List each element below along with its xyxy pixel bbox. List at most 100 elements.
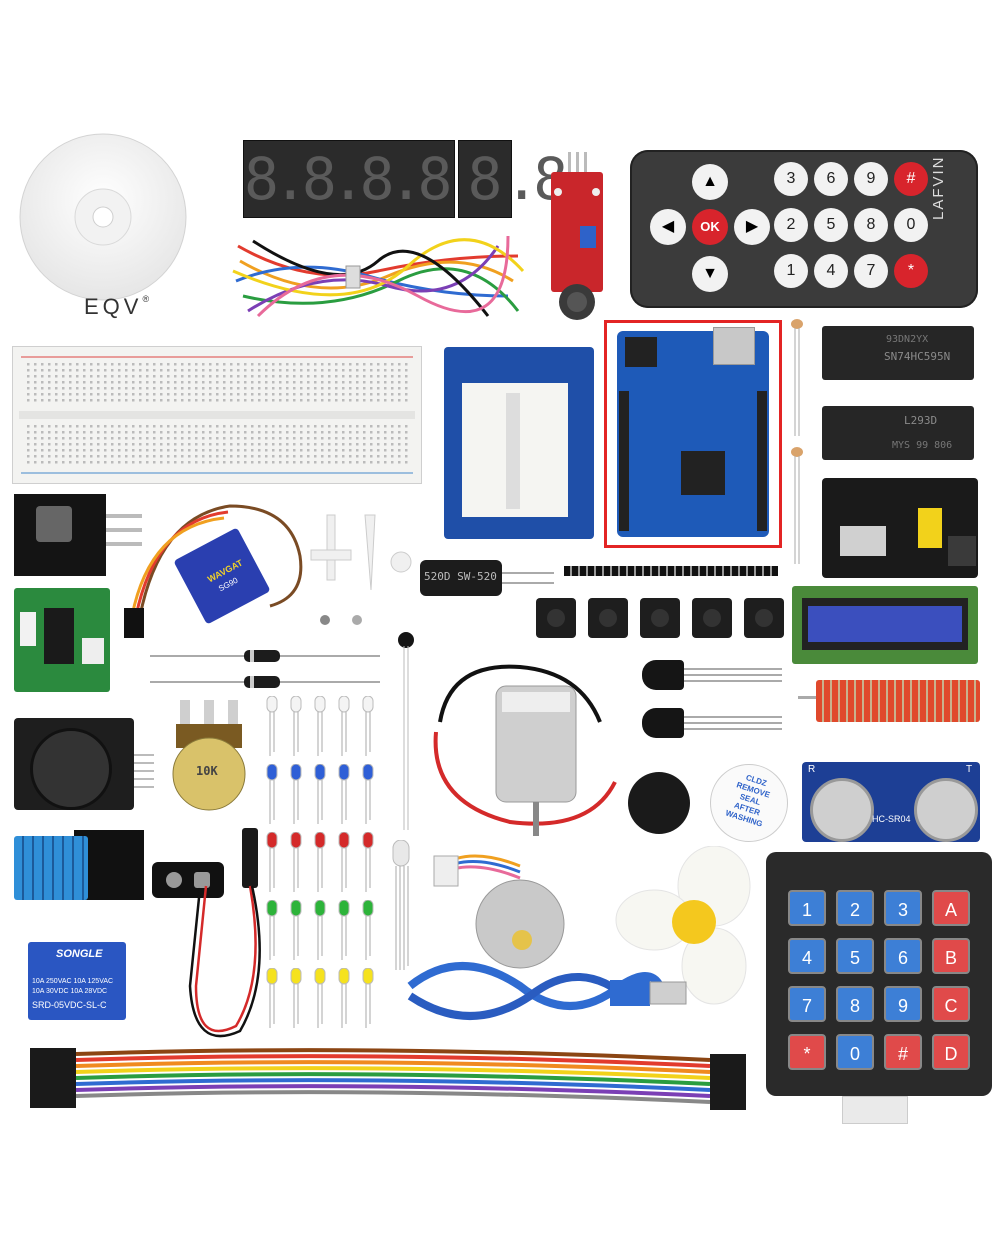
remote-key: 8 <box>854 208 888 242</box>
propeller-fan <box>614 846 754 1006</box>
keypad-key: C <box>932 986 970 1022</box>
breadboard <box>12 346 422 484</box>
led <box>314 968 326 1028</box>
led <box>266 696 278 756</box>
relay-spec-1: 10A 250VAC 10A 125VAC <box>32 978 114 985</box>
potentiometer-label: 10K <box>196 764 218 778</box>
remote-dpad: ▲ ◀ OK ▶ ▼ <box>650 164 770 294</box>
dpad-left-button: ◀ <box>650 209 686 245</box>
remote-key: 9 <box>854 162 888 196</box>
keypad-key: # <box>884 1034 922 1070</box>
led <box>338 832 350 892</box>
remote-key: 7 <box>854 254 888 288</box>
led <box>338 900 350 960</box>
ic-chip-l293d: L293D MYS 99 806 <box>822 406 974 460</box>
dpad-right-button: ▶ <box>734 209 770 245</box>
led <box>314 764 326 824</box>
led-array <box>266 696 386 1038</box>
led <box>362 900 374 960</box>
led <box>338 764 350 824</box>
led <box>290 696 302 756</box>
thermistor <box>396 630 416 830</box>
joystick-module <box>14 718 154 814</box>
led <box>290 900 302 960</box>
ultrasonic-sensor-hc-sr04: R T HC-SR04 <box>802 762 980 842</box>
led <box>290 832 302 892</box>
cd-brand: EQV® <box>84 294 154 319</box>
push-button <box>744 598 784 638</box>
keypad-key: 4 <box>788 938 826 974</box>
remote-key: 3 <box>774 162 808 196</box>
led <box>290 764 302 824</box>
diode-2 <box>150 676 380 688</box>
led <box>362 832 374 892</box>
relay-model: SRD-05VDC-SL-C <box>32 1000 107 1010</box>
remote-key: * <box>894 254 928 288</box>
prototype-shield <box>444 347 594 539</box>
dupont-ribbon-cable <box>30 1040 746 1114</box>
passive-buzzer <box>628 772 690 834</box>
software-cd: EQV® <box>18 132 188 319</box>
transistor-1 <box>642 660 782 690</box>
keypad-key: A <box>932 890 970 926</box>
relay-brand: SONGLE <box>56 948 103 960</box>
led <box>266 764 278 824</box>
arduino-uno-board-highlight <box>604 320 782 548</box>
tilt-switch-label: 520D SW-520 <box>424 570 497 583</box>
remote-key: 5 <box>814 208 848 242</box>
keypad-key: 3 <box>884 890 922 926</box>
diode-1 <box>150 650 380 662</box>
relay-module: SONGLE 10A 250VAC 10A 125VAC 10A 30VDC 1… <box>28 942 126 1020</box>
seven-segment-display-4digit: 8.8.8.8.8.8. <box>243 140 597 218</box>
dpad-ok-button: OK <box>692 209 728 245</box>
dpad-down-button: ▼ <box>692 256 728 292</box>
led <box>266 900 278 960</box>
pin-header-strip <box>564 566 778 576</box>
remote-key: 1 <box>774 254 808 288</box>
ultrasonic-t-label: T <box>966 764 973 775</box>
breadboard-power-module <box>822 478 978 578</box>
jumper-wires-bundle <box>228 226 528 326</box>
sound-sensor-module <box>546 152 608 322</box>
dc-barrel-jack-cable <box>176 826 276 1046</box>
keypad-key: 6 <box>884 938 922 974</box>
servo-horns <box>305 510 415 630</box>
keypad-key: B <box>932 938 970 974</box>
led <box>314 832 326 892</box>
dht11-sensor-module <box>14 830 144 900</box>
led <box>362 696 374 756</box>
ic-74hc595-label: SN74HC595N <box>884 350 951 363</box>
remote-key: 0 <box>894 208 928 242</box>
photoresistor-2 <box>790 446 804 564</box>
remote-key: # <box>894 162 928 196</box>
keypad-key: 9 <box>884 986 922 1022</box>
dc-motor <box>430 662 620 842</box>
potentiometer: 10K <box>166 700 252 812</box>
remote-key: 2 <box>774 208 808 242</box>
push-button <box>640 598 680 638</box>
keypad-key: 1 <box>788 890 826 926</box>
keypad-key: 2 <box>836 890 874 926</box>
stepper-motor <box>430 846 580 976</box>
rgb-led <box>390 840 412 970</box>
remote-brand: LAFVIN <box>930 155 947 220</box>
stepper-driver-board <box>14 588 110 692</box>
push-button <box>692 598 732 638</box>
relay-spec-2: 10A 30VDC 10A 28VDC <box>32 988 108 995</box>
transistor-2 <box>642 708 782 738</box>
keypad-ribbon <box>842 1096 908 1124</box>
ir-receiver-module <box>14 494 142 576</box>
water-level-sensor <box>798 680 980 722</box>
photoresistor-1 <box>790 318 804 436</box>
keypad-key: 5 <box>836 938 874 974</box>
keypad-key: 0 <box>836 1034 874 1070</box>
ultrasonic-model: HC-SR04 <box>872 814 911 824</box>
keypad-key: D <box>932 1034 970 1070</box>
keypad-key: 8 <box>836 986 874 1022</box>
servo-motor-sg90: WAVGAT SG90 <box>120 496 310 644</box>
ic-chip-74hc595: 93DN2YX SN74HC595N <box>822 326 974 380</box>
